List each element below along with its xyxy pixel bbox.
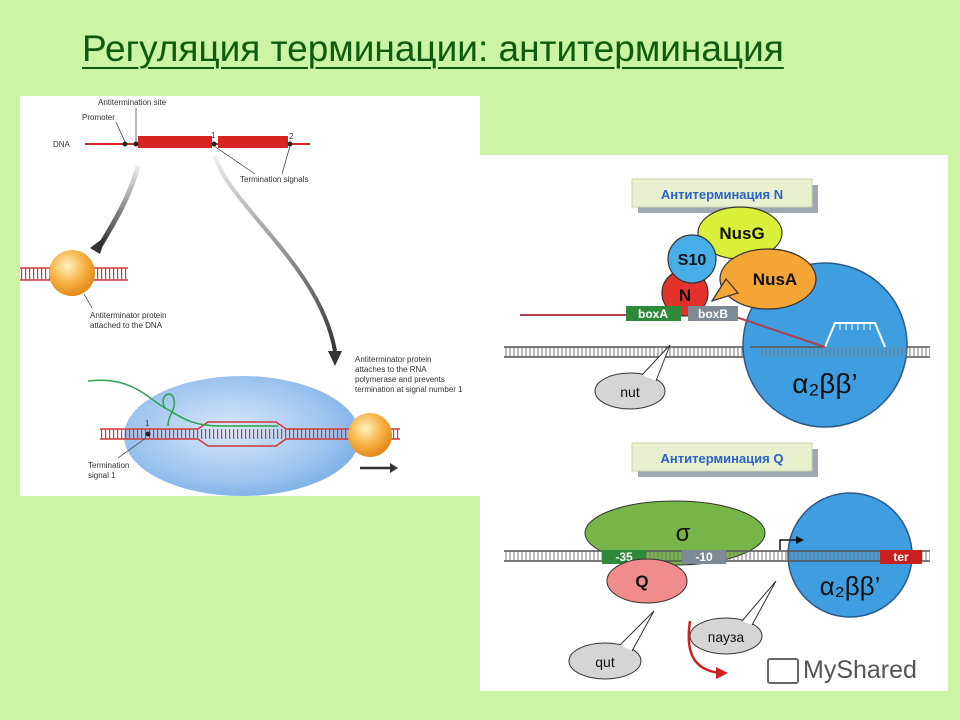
protein-rnap-label-2: attaches to the RNA <box>355 365 427 374</box>
q-label: Q <box>635 572 648 591</box>
boxb-label: boxB <box>698 307 728 321</box>
termination-dot-2 <box>287 141 293 147</box>
antiterminator-diagram: Antitermination site Promoter DNA 1 2 Te… <box>20 98 463 496</box>
nut-label: nut <box>620 384 640 400</box>
antiterminator-protein-on-dna <box>49 250 95 296</box>
ter-label: ter <box>893 550 909 564</box>
protein-dna-label-2: attached to the DNA <box>90 321 163 330</box>
minus35-label: -35 <box>615 550 633 564</box>
header-n: Антитерминация N <box>661 187 783 202</box>
bottom-signal-1-label: 1 <box>145 419 150 428</box>
antitermination-site-dot <box>133 141 139 147</box>
termination-dot-1 <box>211 141 217 147</box>
termination-signal-1-label-2: signal 1 <box>88 471 116 480</box>
qut-label: qut <box>595 654 615 670</box>
rna-hairpin <box>162 393 176 427</box>
signal-1-label: 1 <box>211 131 216 140</box>
nusa-label: NusA <box>753 270 797 289</box>
transcription-bubble <box>824 322 886 348</box>
gene-segment-2 <box>218 136 288 148</box>
polymerase-q-label: α₂ββ’ <box>820 571 881 601</box>
watermark-text: MyShared <box>803 656 917 684</box>
left-diagram-panel: Antitermination site Promoter DNA 1 2 Te… <box>20 96 480 496</box>
n-label: N <box>679 286 691 305</box>
polymerase-n-label: α₂ββ’ <box>792 368 858 399</box>
ter-box <box>880 550 922 564</box>
arrow-to-dna-protein <box>97 165 141 248</box>
sigma-label: σ <box>676 520 691 547</box>
watermark: MyShared <box>767 656 917 685</box>
dna-label: DNA <box>53 140 71 149</box>
signal-2-label: 2 <box>289 132 294 141</box>
bubble-bottom <box>197 438 400 447</box>
nusg-label: NusG <box>719 224 764 243</box>
antiterminator-protein-on-polymerase <box>348 413 392 457</box>
q-protein <box>606 558 688 604</box>
protein-dna-label-1: Antiterminator protein <box>90 311 166 320</box>
termination-signal-dot <box>145 431 151 437</box>
header-n-box <box>631 178 813 208</box>
nusa-protein <box>719 248 817 310</box>
arrow-to-polymerase <box>213 155 337 352</box>
right-diagram-panel: Антитерминация N α₂ββ’ NusG NusA N S10 b… <box>480 155 948 691</box>
termination-signal-1-label-1: Termination <box>88 461 129 470</box>
antitermination-site-label: Antitermination site <box>98 98 167 107</box>
header-q: Антитерминация Q <box>661 451 784 466</box>
protein-rnap-label-1: Antiterminator protein <box>355 355 431 364</box>
boxa-box <box>626 306 681 321</box>
qut-callout <box>568 642 642 680</box>
s10-protein <box>667 234 717 284</box>
boxa-label: boxA <box>638 307 668 321</box>
minus10-box <box>682 550 726 564</box>
promoter-dot <box>122 141 128 147</box>
header-q-box <box>631 442 813 472</box>
s10-label: S10 <box>678 252 707 269</box>
minus10-label: -10 <box>695 550 713 564</box>
slide-title: Регуляция терминации: антитерминация <box>82 28 784 69</box>
gene-segment-1 <box>138 136 212 148</box>
protein-rnap-label-3: polymerase and prevents <box>355 375 445 384</box>
termination-signals-label: Termination signals <box>240 175 308 184</box>
boxb-box <box>688 306 738 321</box>
watermark-icon <box>767 658 799 685</box>
nut-callout <box>594 372 666 410</box>
pause-label: пауза <box>708 629 745 645</box>
protein-rnap-label-4: termination at signal number 1 <box>355 385 463 394</box>
n-q-antitermination-diagram: Антитерминация N α₂ββ’ NusG NusA N S10 b… <box>504 178 930 680</box>
promoter-label: Promoter <box>82 113 115 122</box>
rna-arrow-q <box>687 620 721 675</box>
